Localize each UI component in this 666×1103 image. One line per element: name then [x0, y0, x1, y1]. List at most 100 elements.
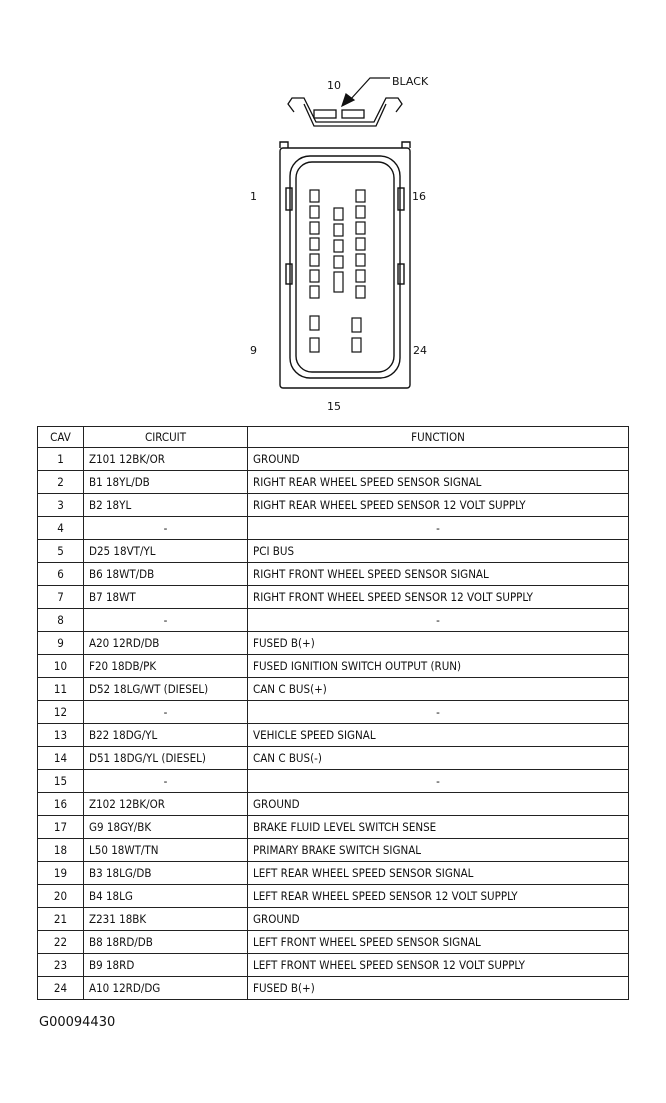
cavity-label-16: 16 [412, 190, 426, 203]
cell-function: LEFT REAR WHEEL SPEED SENSOR 12 VOLT SUP… [247, 884, 629, 908]
cell-circuit: B1 18YL/DB [83, 470, 248, 494]
cell-cav: 4 [37, 516, 84, 540]
cell-circuit: B22 18DG/YL [83, 723, 248, 747]
cell-function: BRAKE FLUID LEVEL SWITCH SENSE [247, 815, 629, 839]
cell-circuit: A20 12RD/DB [83, 631, 248, 655]
cell-circuit: Z231 18BK [83, 907, 248, 931]
cell-cav: 22 [37, 930, 84, 954]
cell-cav: 1 [37, 447, 84, 471]
cell-cav: 12 [37, 700, 84, 724]
cell-circuit: Z101 12BK/OR [83, 447, 248, 471]
cell-cav: 19 [37, 861, 84, 885]
header-cav: CAV [37, 426, 84, 448]
cell-function: GROUND [247, 447, 629, 471]
cell-cav: 11 [37, 677, 84, 701]
cell-cav: 5 [37, 539, 84, 563]
cell-cav: 16 [37, 792, 84, 816]
header-circuit: CIRCUIT [83, 426, 248, 448]
figure-id: G00094430 [39, 1015, 116, 1030]
cell-circuit: - [83, 700, 248, 724]
cell-function: RIGHT REAR WHEEL SPEED SENSOR SIGNAL [247, 470, 629, 494]
cell-cav: 20 [37, 884, 84, 908]
cell-circuit: B8 18RD/DB [83, 930, 248, 954]
header-function: FUNCTION [247, 426, 629, 448]
cell-function: VEHICLE SPEED SIGNAL [247, 723, 629, 747]
cell-circuit: G9 18GY/BK [83, 815, 248, 839]
callout-arrow [340, 77, 390, 108]
cell-function: PCI BUS [247, 539, 629, 563]
cell-cav: 14 [37, 746, 84, 770]
cell-function: RIGHT REAR WHEEL SPEED SENSOR 12 VOLT SU… [247, 493, 629, 517]
cell-function: - [247, 516, 629, 540]
cell-cav: 7 [37, 585, 84, 609]
cell-cav: 23 [37, 953, 84, 977]
connector-color-label: BLACK [392, 75, 429, 88]
cell-function: LEFT REAR WHEEL SPEED SENSOR SIGNAL [247, 861, 629, 885]
cell-circuit: - [83, 608, 248, 632]
cell-function: GROUND [247, 907, 629, 931]
table-row: 8-- [37, 608, 629, 632]
cell-circuit: B6 18WT/DB [83, 562, 248, 586]
table-header-row: CAV CIRCUIT FUNCTION [37, 426, 629, 448]
connector-housing [279, 141, 411, 389]
cell-cav: 13 [37, 723, 84, 747]
cell-function: GROUND [247, 792, 629, 816]
cell-cav: 21 [37, 907, 84, 931]
cell-function: - [247, 608, 629, 632]
cavity-grid [309, 189, 366, 353]
cell-function: FUSED IGNITION SWITCH OUTPUT (RUN) [247, 654, 629, 678]
cell-circuit: B3 18LG/DB [83, 861, 248, 885]
cell-function: - [247, 769, 629, 793]
cavity-label-24: 24 [413, 344, 427, 357]
connector-diagram: 10 BLACK [250, 75, 429, 413]
cell-cav: 10 [37, 654, 84, 678]
cell-cav: 8 [37, 608, 84, 632]
cavity-label-1: 1 [250, 190, 257, 203]
cell-function: LEFT FRONT WHEEL SPEED SENSOR 12 VOLT SU… [247, 953, 629, 977]
cell-cav: 15 [37, 769, 84, 793]
cell-circuit: F20 18DB/PK [83, 654, 248, 678]
cell-circuit: - [83, 516, 248, 540]
cell-function: LEFT FRONT WHEEL SPEED SENSOR SIGNAL [247, 930, 629, 954]
cell-circuit: B9 18RD [83, 953, 248, 977]
table-row: 15-- [37, 769, 629, 793]
cell-function: FUSED B(+) [247, 631, 629, 655]
cell-cav: 6 [37, 562, 84, 586]
cell-cav: 24 [37, 976, 84, 1000]
cell-function: RIGHT FRONT WHEEL SPEED SENSOR SIGNAL [247, 562, 629, 586]
table-row: 4-- [37, 516, 629, 540]
cell-circuit: D25 18VT/YL [83, 539, 248, 563]
cell-circuit: D52 18LG/WT (DIESEL) [83, 677, 248, 701]
cell-circuit: - [83, 769, 248, 793]
table-row: 12-- [37, 700, 629, 724]
cavity-label-15: 15 [327, 400, 341, 413]
cell-function: CAN C BUS(-) [247, 746, 629, 770]
cell-cav: 3 [37, 493, 84, 517]
cell-function: PRIMARY BRAKE SWITCH SIGNAL [247, 838, 629, 862]
cell-cav: 17 [37, 815, 84, 839]
cell-function: RIGHT FRONT WHEEL SPEED SENSOR 12 VOLT S… [247, 585, 629, 609]
cell-circuit: L50 18WT/TN [83, 838, 248, 862]
callout-cavity-label: 10 [327, 79, 341, 92]
cell-cav: 2 [37, 470, 84, 494]
cell-cav: 18 [37, 838, 84, 862]
